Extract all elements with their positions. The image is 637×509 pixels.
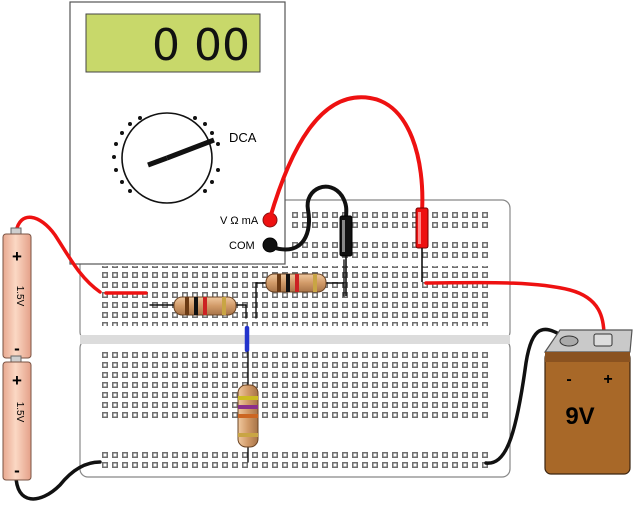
breadboard-channel bbox=[80, 335, 510, 344]
nine-volt-plus-wire bbox=[424, 280, 606, 338]
resistor-2-band bbox=[295, 274, 299, 292]
resistor-1[interactable] bbox=[173, 296, 237, 316]
hole-rows-top bbox=[290, 210, 490, 230]
resistor-2-band bbox=[277, 274, 281, 292]
battery-9v-plus: + bbox=[603, 371, 612, 388]
red-probe-highlight bbox=[418, 212, 421, 244]
black-probe[interactable] bbox=[339, 215, 353, 296]
resistor-2-band bbox=[286, 274, 290, 292]
black-probe-wire bbox=[270, 184, 349, 252]
dial-pointer bbox=[166, 137, 215, 161]
battery-9v-top bbox=[543, 329, 633, 353]
resistor-3-band bbox=[238, 414, 258, 418]
battery-9v-minus: - bbox=[566, 371, 571, 388]
cell-top-minus: - bbox=[14, 339, 20, 358]
cell-top-plus: + bbox=[12, 247, 22, 266]
dial-mode-label: DCA bbox=[229, 130, 257, 145]
black-probe-highlight bbox=[342, 220, 345, 252]
cell-bottom-voltage: 1.5V bbox=[14, 402, 25, 423]
battery-9v: - + 9V bbox=[543, 329, 633, 475]
battery-9v-rim bbox=[545, 352, 630, 362]
battery-9v-label: 9V bbox=[565, 403, 594, 430]
dial-ticks bbox=[112, 116, 220, 193]
resistor-1-band bbox=[185, 297, 189, 315]
multimeter: 0 00 DCA V Ω mA COM bbox=[69, 1, 286, 265]
hole-bus-bottom bbox=[98, 450, 490, 470]
battery-cell-bottom: + 1.5V - bbox=[2, 355, 32, 481]
resistor-2-band bbox=[313, 274, 317, 292]
resistor-2[interactable] bbox=[265, 273, 327, 293]
red-probe-wire bbox=[268, 95, 425, 220]
board-wires bbox=[14, 215, 606, 501]
jack-label-com: COM bbox=[229, 240, 255, 252]
dial-pointer-tail bbox=[147, 155, 168, 168]
resistor-1-band bbox=[203, 297, 207, 315]
hole-grid-lower bbox=[98, 350, 490, 420]
black-probe-handle bbox=[339, 215, 353, 257]
battery-cell-top: + 1.5V - bbox=[2, 227, 32, 359]
hole-rows-top-2 bbox=[290, 240, 490, 260]
battery-9v-negative-terminal bbox=[559, 335, 579, 347]
cell-bottom-plus: + bbox=[12, 371, 22, 390]
battery-plus-wire bbox=[14, 215, 102, 294]
jack-label-v-ohm-ma: V Ω mA bbox=[220, 215, 259, 227]
resistor-3[interactable] bbox=[237, 384, 259, 448]
resistor-3-band bbox=[238, 396, 258, 400]
lcd-reading: 0 00 bbox=[152, 20, 250, 71]
nine-volt-minus-wire bbox=[484, 327, 567, 465]
resistor-1-band bbox=[194, 297, 198, 315]
cell-top-voltage: 1.5V bbox=[14, 286, 25, 307]
battery-9v-positive-terminal bbox=[593, 333, 613, 347]
cell-bottom-minus: - bbox=[14, 461, 20, 480]
lcd-display bbox=[85, 13, 261, 73]
resistor-1-band bbox=[222, 297, 226, 315]
cell-bottom-body bbox=[2, 361, 32, 481]
red-probe[interactable] bbox=[415, 207, 429, 282]
red-probe-handle bbox=[415, 207, 429, 249]
resistor-3-band bbox=[238, 405, 258, 409]
battery-minus-wire bbox=[14, 460, 102, 501]
resistor-3-band bbox=[238, 433, 258, 437]
probe-wires bbox=[268, 95, 425, 252]
